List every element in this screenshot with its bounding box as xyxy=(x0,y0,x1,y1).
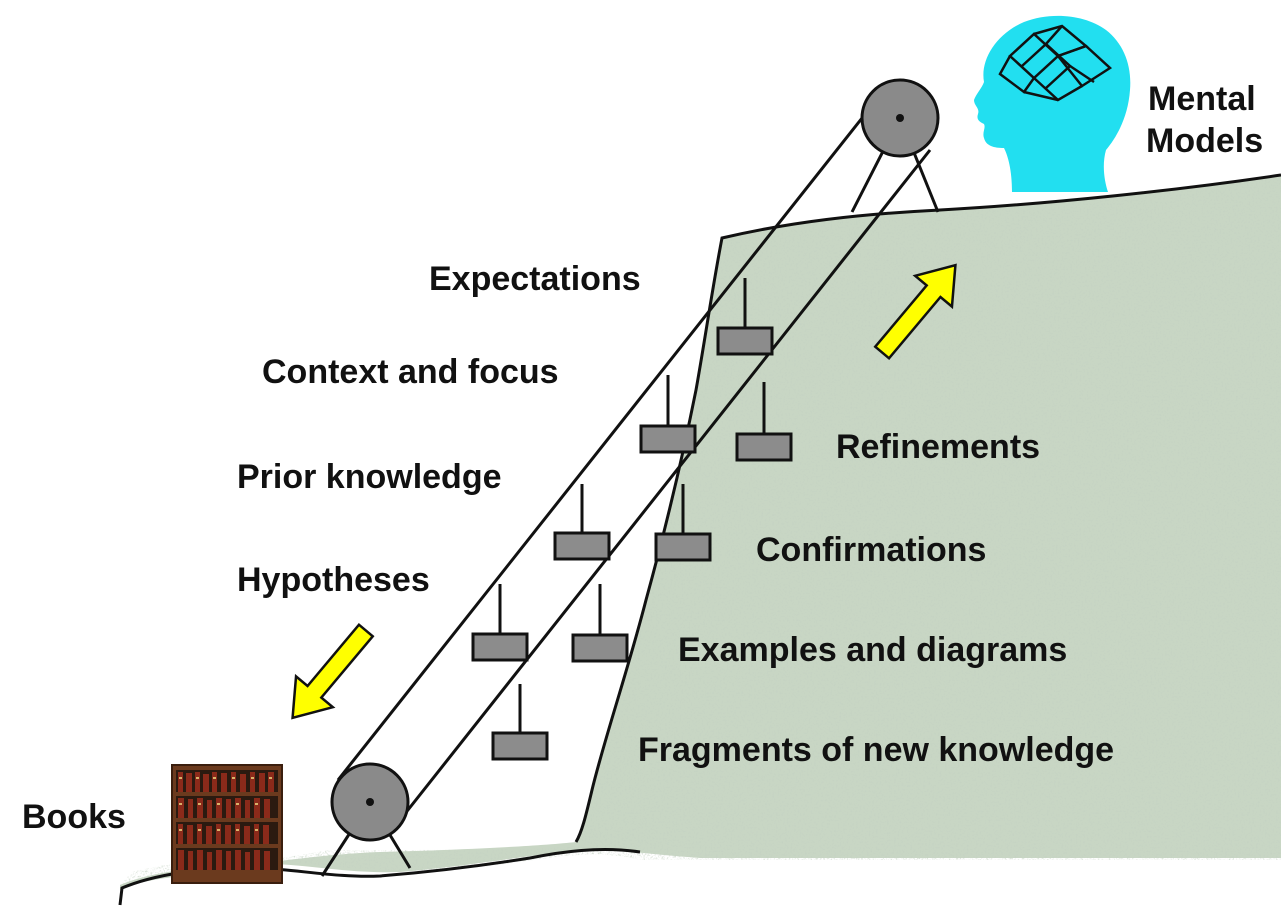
bucket-confirmations xyxy=(654,484,712,562)
books-label: Books xyxy=(22,798,126,836)
network-graph-icon xyxy=(998,24,1113,102)
head-silhouette-icon xyxy=(974,15,1131,193)
fragments-of-new-knowledge-label: Fragments of new knowledge xyxy=(638,731,1115,769)
bucket-context-and-focus xyxy=(639,375,697,454)
bucket-prior-knowledge xyxy=(553,484,611,561)
prior-knowledge-label: Prior knowledge xyxy=(237,458,502,496)
belt-lower-line xyxy=(398,149,932,821)
bookcase-icon xyxy=(171,764,283,884)
hill-outline xyxy=(574,173,1281,843)
context-and-focus-label: Context and focus xyxy=(262,353,559,391)
bucket-hypotheses xyxy=(471,584,529,662)
refinements-label: Refinements xyxy=(836,428,1041,466)
bucket-expectations xyxy=(716,278,774,356)
confirmations-label: Confirmations xyxy=(756,531,987,569)
bucket-fragments xyxy=(491,684,549,761)
expectations-label: Expectations xyxy=(429,260,641,298)
bucket-examples-and-diagrams xyxy=(571,584,629,663)
top-pulley xyxy=(850,78,940,213)
examples-and-diagrams-label: Examples and diagrams xyxy=(678,631,1068,669)
bottom-pulley xyxy=(320,762,412,877)
arrow-up-right-icon xyxy=(873,263,957,361)
bucket-refinements xyxy=(735,382,793,462)
arrow-down-left-icon xyxy=(291,622,375,720)
conveyor-belt xyxy=(336,107,932,821)
mental-models-label-line1: Mental xyxy=(1148,80,1256,118)
upper-belt-buckets xyxy=(471,278,774,662)
lower-belt-buckets xyxy=(491,382,793,761)
hypotheses-label: Hypotheses xyxy=(237,561,430,599)
belt-upper-line xyxy=(336,107,872,781)
mental-models-label-line2: Models xyxy=(1146,122,1264,160)
